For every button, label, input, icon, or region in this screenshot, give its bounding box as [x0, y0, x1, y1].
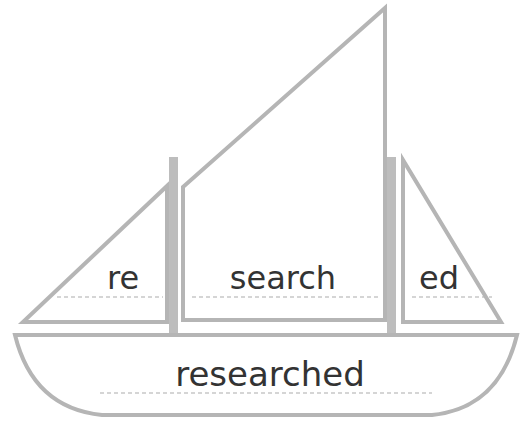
- hull: researched: [12, 330, 520, 420]
- left-sail: re: [20, 183, 172, 325]
- main-sail: search: [180, 5, 390, 323]
- right-sail-shape: [403, 160, 501, 322]
- word-part: researched: [175, 357, 365, 391]
- left-sail-shape: [23, 186, 167, 322]
- word-part: ed: [419, 262, 459, 294]
- hull-shape: [15, 335, 517, 415]
- right-sail-outline: [400, 157, 505, 325]
- word-part: search: [230, 262, 336, 294]
- left-sail-outline: [20, 183, 172, 325]
- writing-line: [57, 296, 163, 298]
- right-sail: ed: [400, 157, 505, 325]
- left-mast: [169, 157, 178, 335]
- writing-line: [412, 296, 492, 298]
- right-mast: [387, 157, 396, 335]
- writing-line: [192, 296, 380, 298]
- main-sail-shape: [183, 8, 385, 320]
- word-part: re: [107, 262, 139, 294]
- writing-line: [100, 392, 432, 394]
